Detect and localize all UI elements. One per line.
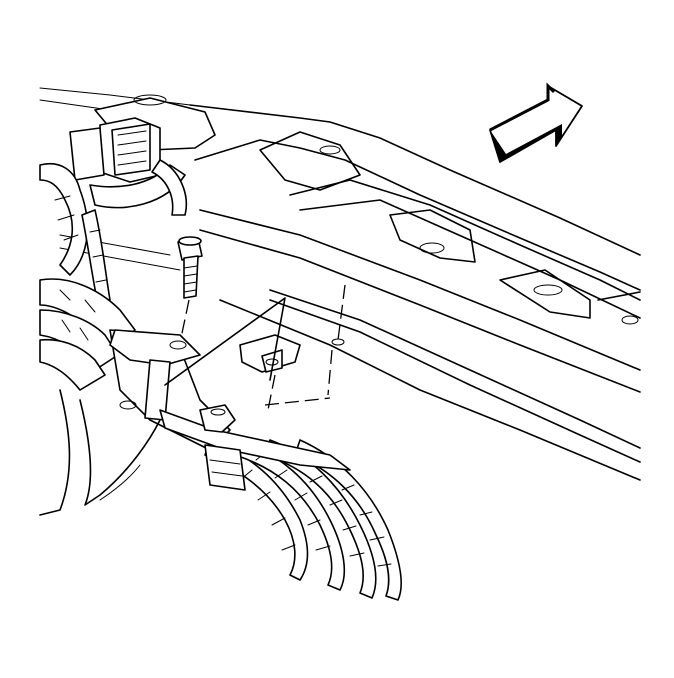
frame-rail	[39, 87, 641, 481]
mounting-bolt	[177, 236, 203, 339]
clip-nut	[239, 334, 301, 373]
harness-bracket	[109, 329, 351, 491]
cable-bundle	[39, 159, 402, 601]
forward-arrow-icon	[489, 82, 583, 163]
harness-connector	[69, 94, 216, 183]
callout-leader	[164, 284, 346, 411]
